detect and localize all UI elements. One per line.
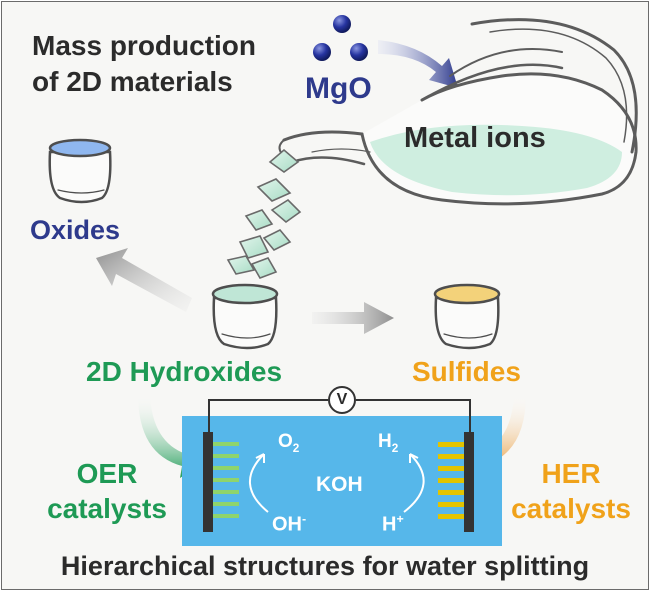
o2-symbol: O bbox=[278, 431, 293, 452]
mgo-particles bbox=[313, 15, 368, 61]
oh-symbol: OH bbox=[272, 513, 302, 536]
arrow-to-sulfides bbox=[312, 302, 394, 334]
oer-label-line-1: OER bbox=[76, 458, 138, 489]
oer-catalyst-bars bbox=[213, 442, 239, 518]
o2-subscript: 2 bbox=[292, 441, 300, 455]
oxides-label: Oxides bbox=[30, 215, 121, 245]
o2-label: O2 bbox=[278, 432, 299, 455]
hydroxides-label: 2D Hydroxides bbox=[86, 356, 283, 387]
voltmeter-icon bbox=[328, 386, 356, 414]
h-symbol: H bbox=[382, 513, 397, 536]
her-label-line-2: catalysts bbox=[511, 493, 631, 524]
oer-label-line-2: catalysts bbox=[47, 493, 167, 524]
arrow-to-oxides bbox=[96, 248, 192, 312]
sulfides-cup-icon bbox=[433, 283, 501, 350]
anode-electrode bbox=[203, 432, 213, 532]
teapot-icon bbox=[278, 18, 638, 206]
electrolysis-cell bbox=[182, 386, 502, 546]
sulfides-label: Sulfides bbox=[412, 356, 521, 387]
mgo-to-pot-arrow bbox=[378, 40, 458, 88]
h2-subscript: 2 bbox=[391, 441, 399, 455]
metal-ions-label: Metal ions bbox=[404, 122, 546, 154]
oh-charge: - bbox=[302, 512, 307, 526]
her-catalyst-bars bbox=[438, 442, 464, 519]
h-charge: + bbox=[396, 512, 404, 526]
headline-line-2: of 2D materials bbox=[32, 66, 233, 97]
voltmeter-label: V bbox=[336, 391, 348, 408]
oer-reaction-arrow bbox=[248, 453, 269, 513]
h2-label: H2 bbox=[378, 432, 398, 455]
headline: Mass production of 2D materials bbox=[32, 28, 256, 100]
oer-catalysts-label: OER catalysts bbox=[32, 456, 182, 526]
pouring-nanosheets bbox=[226, 148, 302, 279]
her-reaction-arrow bbox=[403, 453, 425, 513]
h2-symbol: H bbox=[378, 431, 392, 452]
oxides-cup-icon bbox=[48, 138, 112, 204]
hydroxides-cup-icon bbox=[211, 283, 279, 350]
her-catalysts-label: HER catalysts bbox=[496, 456, 646, 526]
koh-label: KOH bbox=[316, 473, 363, 496]
her-label-line-1: HER bbox=[541, 458, 601, 489]
cathode-electrode bbox=[464, 432, 474, 532]
mgo-label: MgO bbox=[305, 72, 372, 105]
footer-caption: Hierarchical structures for water splitt… bbox=[60, 551, 590, 581]
hydroxide-ion-label: OH- bbox=[272, 512, 307, 536]
headline-line-1: Mass production bbox=[32, 30, 257, 61]
proton-label: H+ bbox=[382, 512, 404, 536]
